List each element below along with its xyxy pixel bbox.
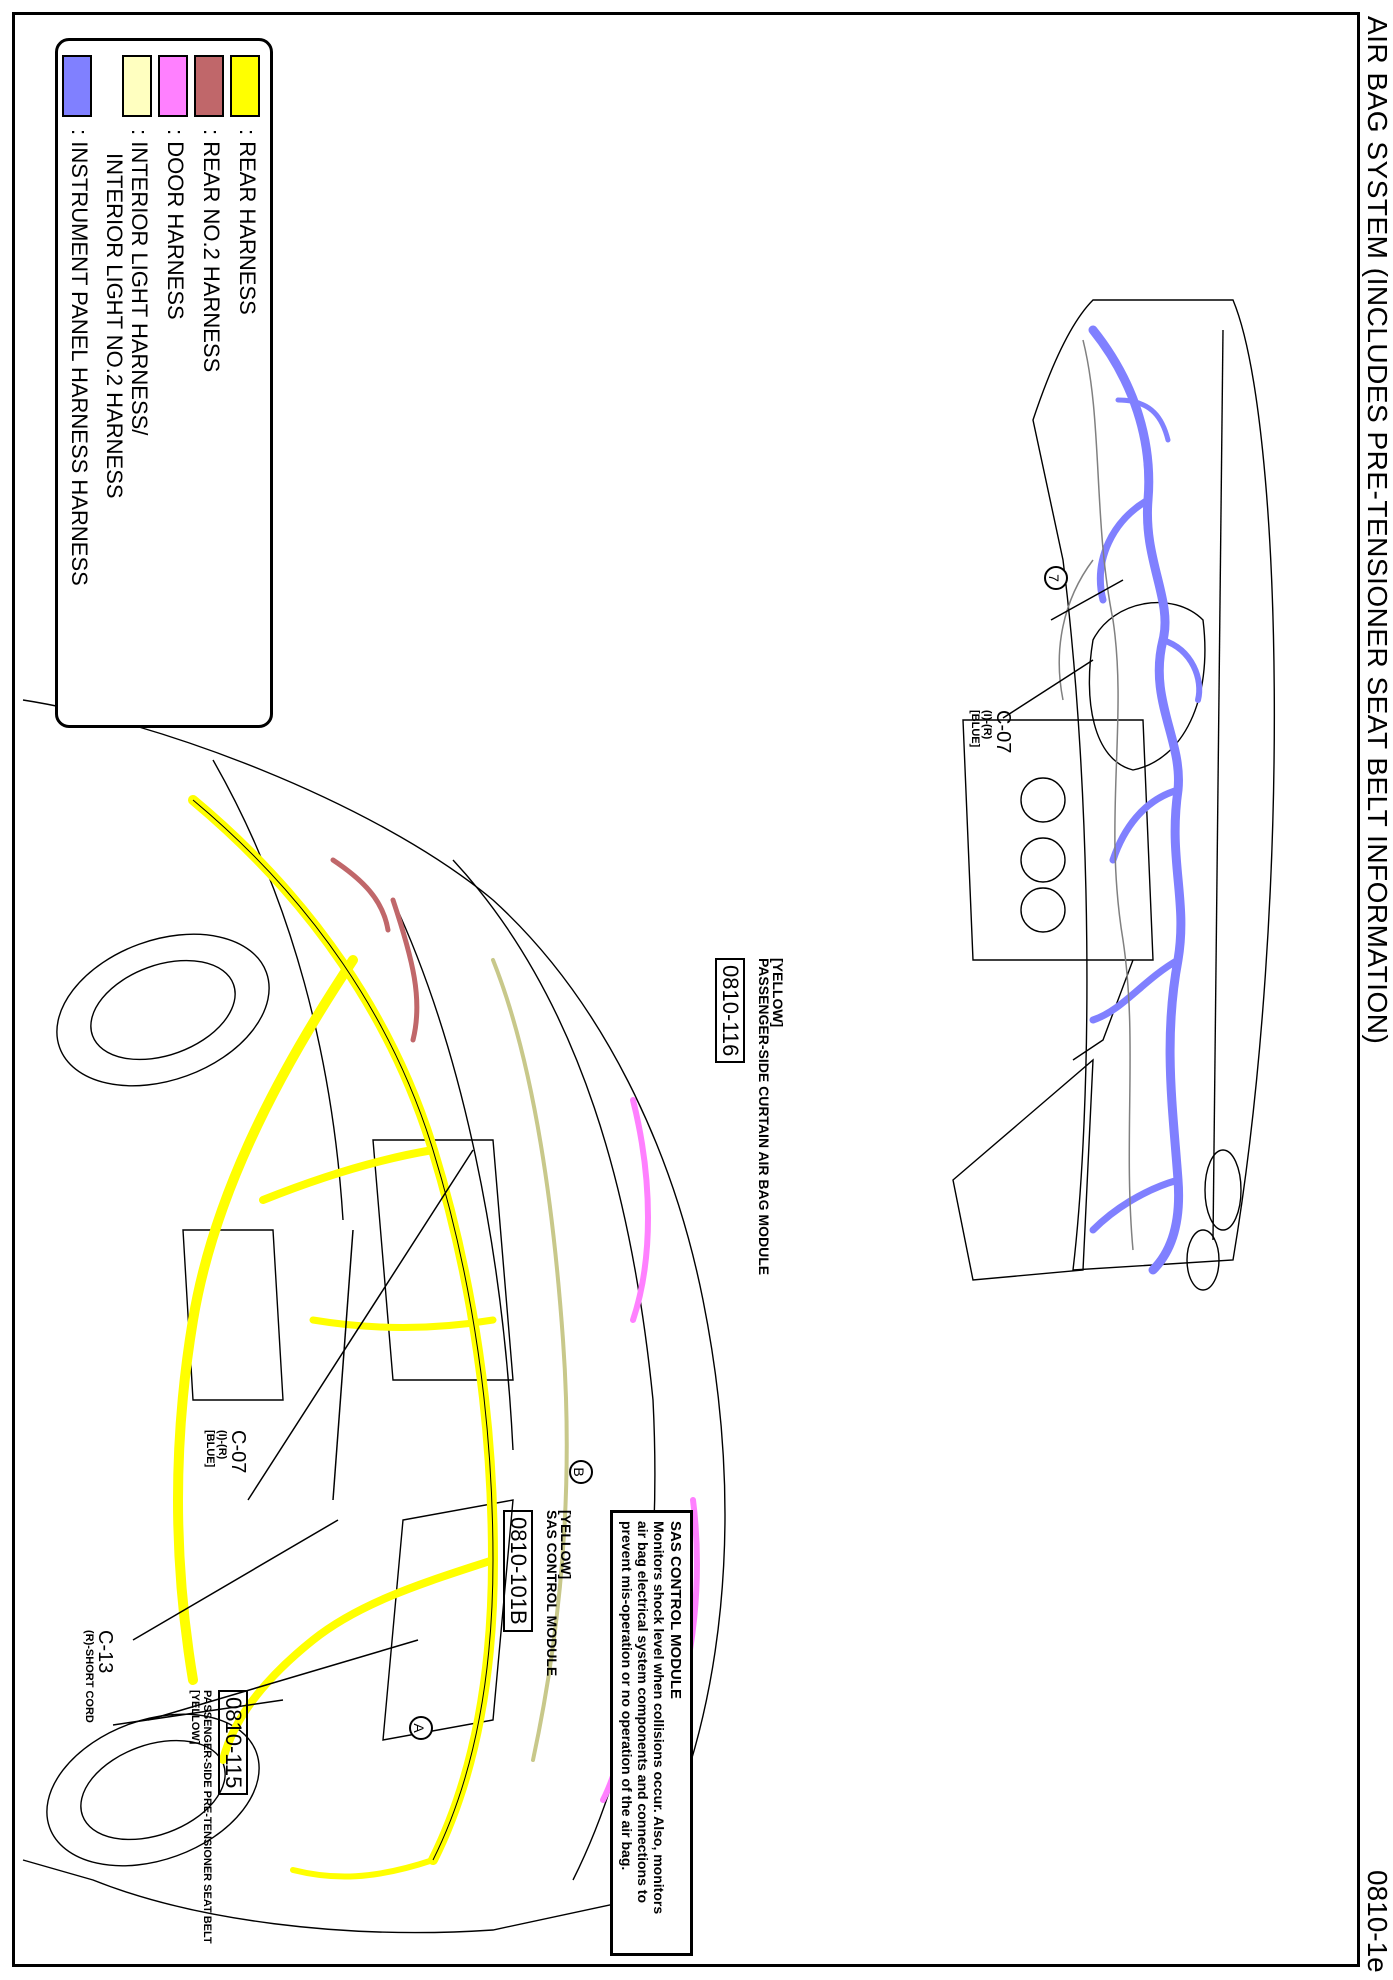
curtain-airbag-color: [YELLOW] <box>770 958 786 1028</box>
sas-module-color: [YELLOW] <box>558 1510 574 1580</box>
legend-label-continued: INTERIOR LIGHT NO.2 HARNESS <box>102 153 127 499</box>
instrument-panel-thin-wires <box>1058 339 1134 1251</box>
legend-label: : REAR NO.2 HARNESS <box>199 129 224 373</box>
body-connector-c07-label: C-07 (I)-(R) [BLUE] <box>204 1430 249 1474</box>
curtain-airbag-label: [YELLOW] PASSENGER-SIDE CURTAIN AIR BAG … <box>756 958 786 1276</box>
legend-item: : DOOR HARNESS <box>158 55 188 320</box>
rear-no2-harness-swatch <box>194 55 224 117</box>
instrument-panel-harness-swatch <box>62 55 92 117</box>
door-harness-swatch <box>158 55 188 117</box>
connector-color: [BLUE] <box>969 710 981 748</box>
instrument-panel-leaders <box>1002 579 1124 719</box>
callout-7: 7 <box>1044 566 1068 590</box>
interior-light-harness <box>491 958 569 1762</box>
pretensioner-color: [YELLOW] <box>189 1690 201 1745</box>
legend-label: : DOOR HARNESS <box>163 129 188 320</box>
connector-color: [BLUE] <box>204 1430 216 1468</box>
pretensioner-name: PASSENGER-SIDE PRE-TENSIONER SEAT BELT <box>201 1690 213 1944</box>
mark-a: A <box>409 1716 433 1740</box>
legend-label: : INTERIOR LIGHT HARNESS/ <box>127 129 152 436</box>
harness-color-legend: : REAR HARNESS : REAR NO.2 HARNESS : DOO… <box>55 38 273 728</box>
sas-description-line: prevent mis-operation or no operation of… <box>619 1521 635 1871</box>
legend-item: : INSTRUMENT PANEL HARNESS HARNESS <box>62 55 92 586</box>
sas-module-name: SAS CONTROL MODULE <box>544 1510 560 1677</box>
interior-light-harness-swatch <box>122 55 152 117</box>
legend-item: : REAR HARNESS <box>230 55 260 315</box>
legend-label: : REAR HARNESS <box>235 129 260 315</box>
curtain-airbag-name: PASSENGER-SIDE CURTAIN AIR BAG MODULE <box>756 958 772 1276</box>
rear-no2-harness-red <box>330 857 420 1043</box>
instrument-panel-drawing <box>952 299 1276 1291</box>
sas-description-line: air bag electrical system components and… <box>635 1521 651 1903</box>
body-leaders <box>112 1149 474 1726</box>
legend-label: : INSTRUMENT PANEL HARNESS HARNESS <box>67 129 92 586</box>
legend-item: : INTERIOR LIGHT HARNESS/ INTERIOR LIGHT… <box>96 55 152 499</box>
rear-harness-swatch <box>230 55 260 117</box>
sas-description-line: Monitors shock level when collisions occ… <box>651 1521 667 1915</box>
connector-id: C-07 <box>227 1430 249 1474</box>
instrument-panel-harness <box>1088 325 1203 1275</box>
ip-connector-c07-label: C-07 (I)-(R) [BLUE] <box>969 710 1014 754</box>
rear-harness-outline <box>192 799 494 1861</box>
pretensioner-code: 0810-115 <box>218 1690 248 1796</box>
legend-item: : REAR NO.2 HARNESS <box>194 55 224 372</box>
sas-module-code: 0810-101B <box>503 1510 533 1632</box>
curtain-airbag-code: 0810-116 <box>715 958 745 1064</box>
sas-description-box: SAS CONTROL MODULE Monitors shock level … <box>610 1510 693 1956</box>
connector-c13-label: C-13 (R)-SHORT CORD <box>83 1630 116 1723</box>
connector-id: C-13 <box>94 1630 116 1674</box>
vehicle-body-drawing <box>22 699 726 1934</box>
sas-module-label: [YELLOW] SAS CONTROL MODULE <box>544 1510 574 1677</box>
connector-desc: (R)-SHORT CORD <box>83 1630 95 1723</box>
sas-description-title: SAS CONTROL MODULE <box>667 1521 684 1700</box>
mark-b: B <box>569 1460 593 1484</box>
connector-id: C-07 <box>992 710 1014 754</box>
pretensioner-label: PASSENGER-SIDE PRE-TENSIONER SEAT BELT [… <box>189 1690 213 1944</box>
